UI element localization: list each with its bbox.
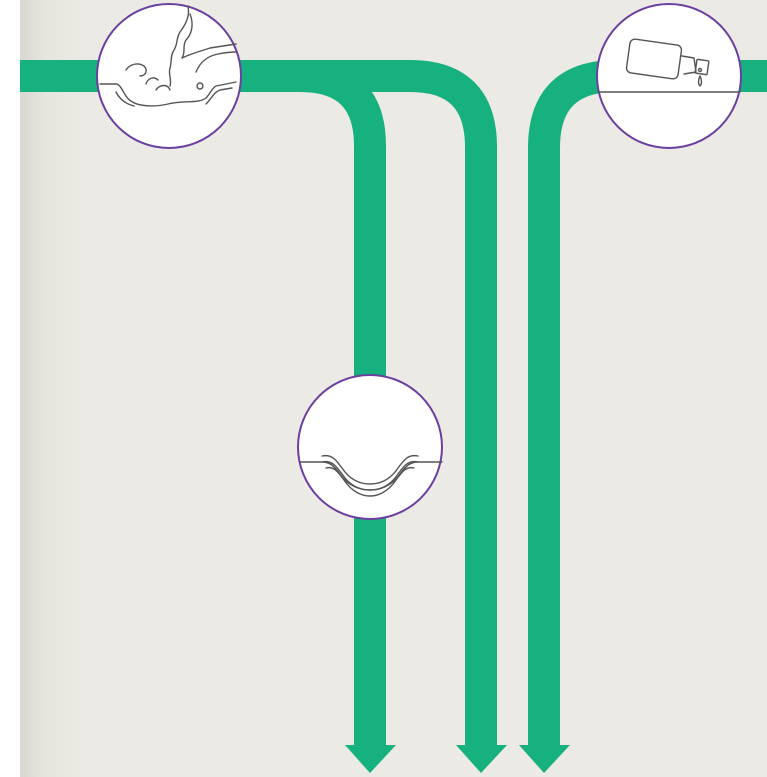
arrowhead-right [519, 745, 570, 773]
liquid-splash-icon [97, 4, 241, 148]
pipe-right-feed [544, 76, 767, 745]
arrowhead-left [345, 745, 396, 773]
arrowheads [345, 745, 570, 773]
drip-tray-icon [298, 375, 442, 519]
arrowhead-middle [456, 745, 507, 773]
pouring-bottle-icon [597, 4, 741, 148]
